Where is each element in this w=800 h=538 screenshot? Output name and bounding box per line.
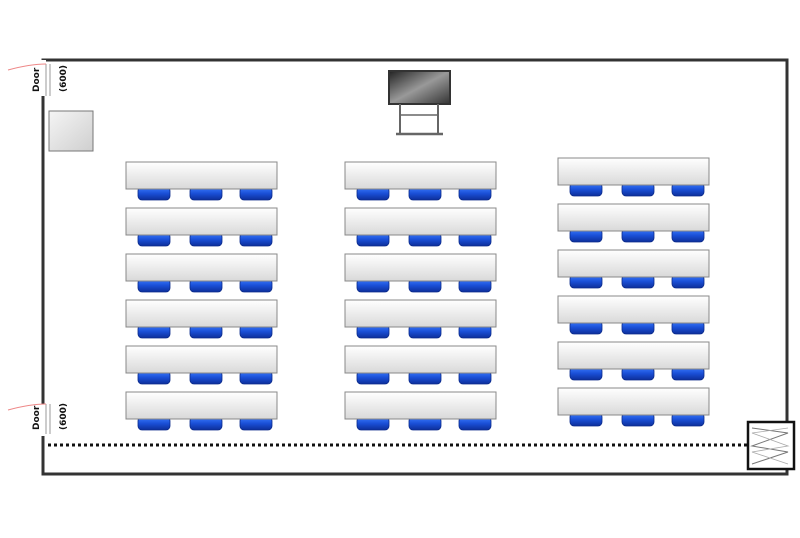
table: [125, 207, 278, 236]
table: [344, 345, 497, 374]
door-swing-icon: [7, 63, 51, 96]
table-row: [557, 203, 710, 243]
table-row: [344, 299, 497, 339]
door-label-top: Door (600): [15, 65, 87, 92]
stairs-icon: [746, 420, 796, 471]
tables-layer: [125, 157, 710, 431]
door-opening-bottom: [40, 404, 46, 436]
table: [557, 203, 710, 232]
table: [125, 299, 278, 328]
table: [557, 387, 710, 416]
door-label-line1: Door: [32, 67, 42, 92]
cabinet-icon: [48, 110, 94, 152]
table-row: [344, 161, 497, 201]
table: [125, 391, 278, 420]
table: [125, 345, 278, 374]
table-row: [557, 295, 710, 335]
table: [557, 341, 710, 370]
door-swing-icon: [7, 403, 51, 434]
table-row: [344, 345, 497, 385]
table-row: [125, 207, 278, 247]
table: [344, 207, 497, 236]
table-row: [557, 249, 710, 289]
door-label-line1: Door: [32, 405, 42, 430]
door-label-line2: (600): [59, 402, 69, 430]
table-row: [125, 253, 278, 293]
table: [125, 253, 278, 282]
tv-screen-icon: [388, 70, 451, 136]
table-block-3: [557, 157, 710, 427]
table: [125, 161, 278, 190]
door-opening-top: [40, 60, 46, 96]
table: [557, 157, 710, 186]
table-row: [125, 345, 278, 385]
table-row: [557, 387, 710, 427]
table-row: [125, 161, 278, 201]
table-row: [557, 157, 710, 197]
table-row: [344, 391, 497, 431]
table-block-2: [344, 161, 497, 431]
table-row: [557, 341, 710, 381]
table: [344, 299, 497, 328]
door-label-line2: (600): [59, 64, 69, 92]
table-row: [125, 299, 278, 339]
table: [344, 391, 497, 420]
table-row: [344, 253, 497, 293]
table-row: [125, 391, 278, 431]
table-row: [344, 207, 497, 247]
table: [557, 295, 710, 324]
table: [344, 253, 497, 282]
table: [557, 249, 710, 278]
table: [344, 161, 497, 190]
door-label-bottom: Door (600): [15, 403, 87, 430]
table-block-1: [125, 161, 278, 431]
